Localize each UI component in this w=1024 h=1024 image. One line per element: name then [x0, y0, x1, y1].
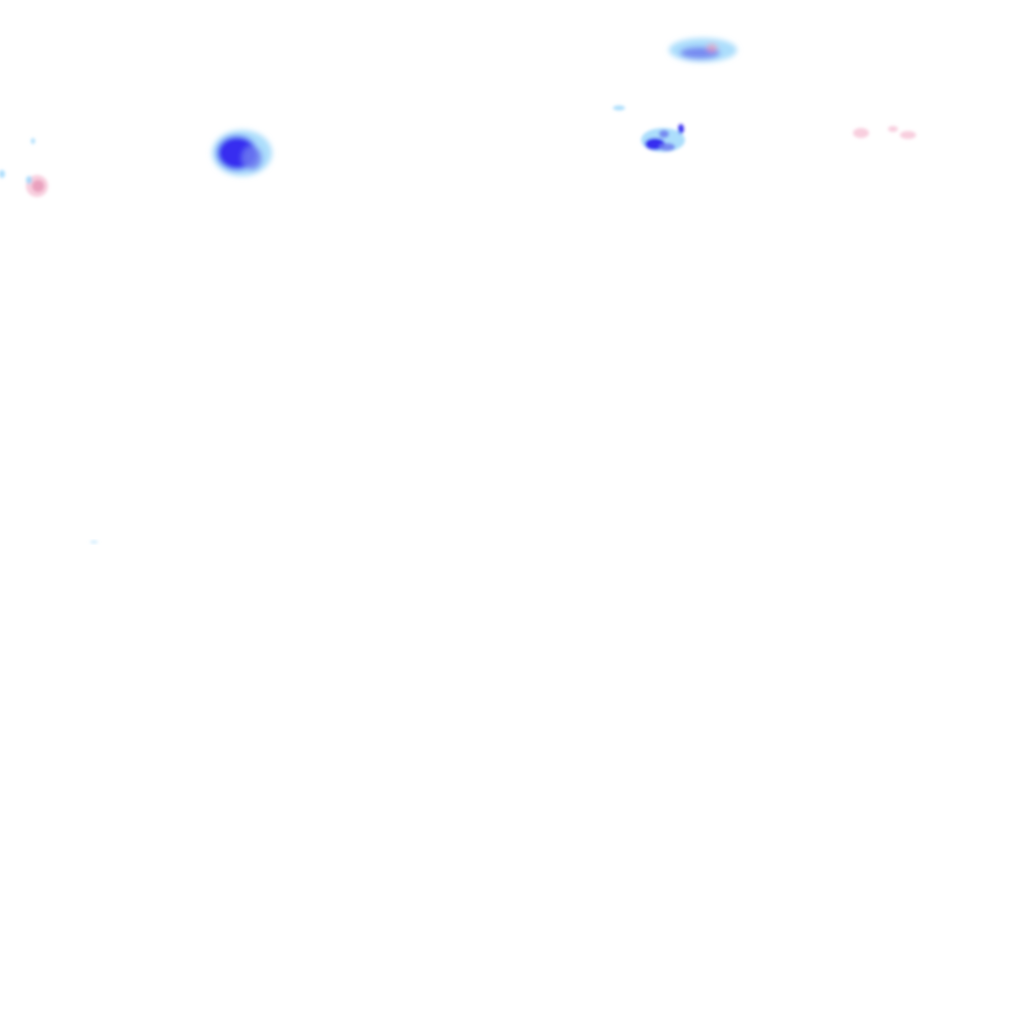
- cell-far-left: [0, 138, 48, 197]
- precip-blob: [853, 128, 869, 138]
- precip-blob: [707, 44, 717, 52]
- cell-right-snow: [853, 126, 916, 139]
- precip-blob: [678, 124, 684, 134]
- precip-blob: [31, 138, 35, 144]
- precip-blob: [90, 540, 98, 544]
- cell-top-center: [669, 38, 737, 62]
- precip-blob: [659, 130, 669, 138]
- precip-blob: [32, 180, 44, 192]
- precip-blob: [242, 146, 262, 170]
- cell-left-large: [212, 130, 272, 176]
- precip-blob: [659, 143, 675, 151]
- precip-blob: [26, 176, 32, 184]
- precip-blob: [888, 126, 898, 132]
- precip-blob: [613, 105, 625, 111]
- speck: [90, 540, 98, 544]
- precip-blob: [900, 131, 916, 139]
- cell-center-small: [613, 105, 685, 152]
- precip-blob: [0, 170, 5, 178]
